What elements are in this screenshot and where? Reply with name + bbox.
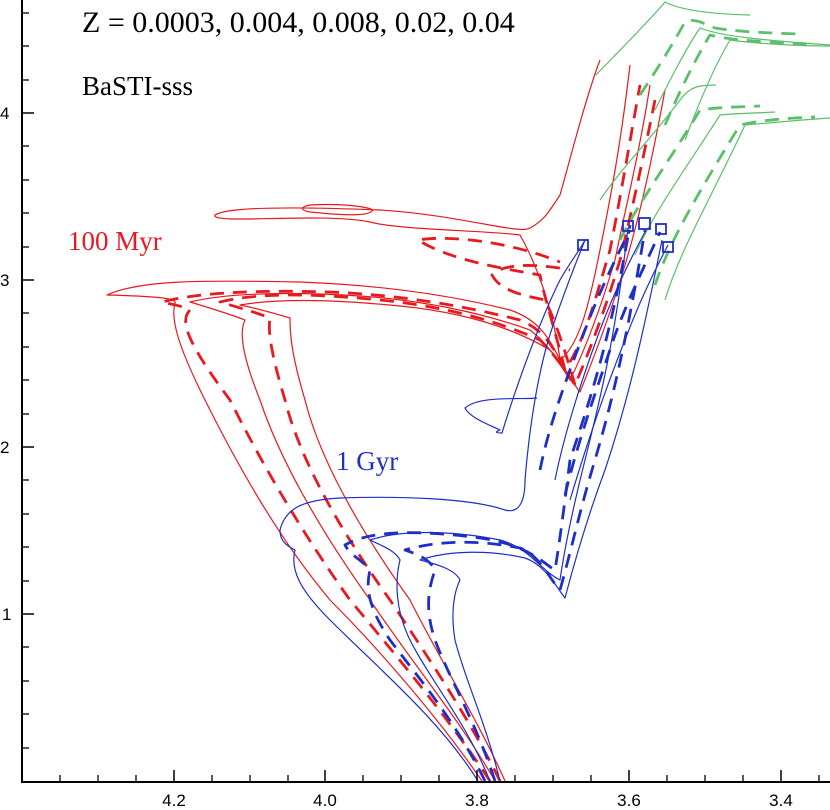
track-1gyr-rgb-dash-2 — [563, 231, 662, 496]
green-track-4 — [663, 33, 811, 126]
x-tick-label-3.6: 3.6 — [617, 791, 641, 810]
metallicity-annotation: Z = 0.0003, 0.004, 0.008, 0.02, 0.04 — [82, 6, 515, 39]
green-track-1 — [595, 1, 751, 76]
y-tick-label-2: 2 — [0, 438, 9, 457]
marker-square-1 — [577, 239, 589, 251]
green-track-10 — [664, 117, 830, 301]
marker-square-3 — [638, 217, 651, 230]
tracks-1gyr — [279, 224, 669, 782]
x-tick-label-3.4: 3.4 — [769, 791, 793, 810]
marker-square-2 — [622, 220, 634, 232]
label-1gyr: 1 Gyr — [336, 446, 398, 476]
track-1gyr-z008 — [369, 227, 629, 782]
track-1gyr-hook — [464, 239, 586, 434]
track-1gyr-z02 — [403, 229, 647, 782]
label-100myr: 100 Myr — [68, 226, 162, 256]
green-track-7 — [618, 104, 761, 241]
track-100myr-z02 — [218, 99, 657, 782]
green-track-3 — [654, 27, 830, 111]
tracks-100myr — [106, 59, 666, 782]
track-100myr-small-loop — [301, 203, 374, 216]
tracks-agb-extension — [595, 1, 830, 301]
marker-square-4 — [655, 223, 667, 235]
x-tick-label-4.2: 4.2 — [162, 791, 186, 810]
green-track-8 — [634, 111, 776, 256]
track-1gyr-z0003 — [279, 239, 586, 782]
y-tick-label-1: 1 — [2, 605, 11, 624]
green-track-6 — [599, 84, 717, 201]
x-axis: 4.2 4.0 3.8 3.6 3.4 — [21, 770, 830, 810]
y-tick-label-3: 3 — [0, 271, 9, 290]
marker-square-5 — [662, 241, 674, 253]
track-1gyr-rgb-dash-1 — [538, 229, 632, 471]
track-100myr-z0003 — [106, 64, 631, 782]
track-1gyr-rgb-solid-2 — [569, 244, 669, 501]
y-tick-label-4: 4 — [0, 104, 9, 123]
y-axis: 4 3 2 1 — [0, 0, 34, 782]
track-1gyr-z004 — [343, 224, 632, 782]
track-100myr-z04 — [239, 89, 666, 782]
track-100myr-z02-loop — [490, 264, 577, 386]
track-1gyr-z04 — [419, 239, 663, 782]
track-100myr-z008 — [189, 84, 651, 782]
tip-markers — [577, 217, 674, 253]
x-tick-label-3.8: 3.8 — [465, 791, 489, 810]
green-track-9 — [653, 115, 816, 286]
track-100myr-loop — [214, 59, 601, 361]
green-track-5 — [684, 39, 830, 141]
model-annotation: BaSTI-sss — [82, 71, 193, 101]
x-tick-label-4.0: 4.0 — [313, 791, 337, 810]
green-track-2 — [638, 19, 801, 96]
track-1gyr-rgb-solid-1 — [554, 231, 646, 481]
